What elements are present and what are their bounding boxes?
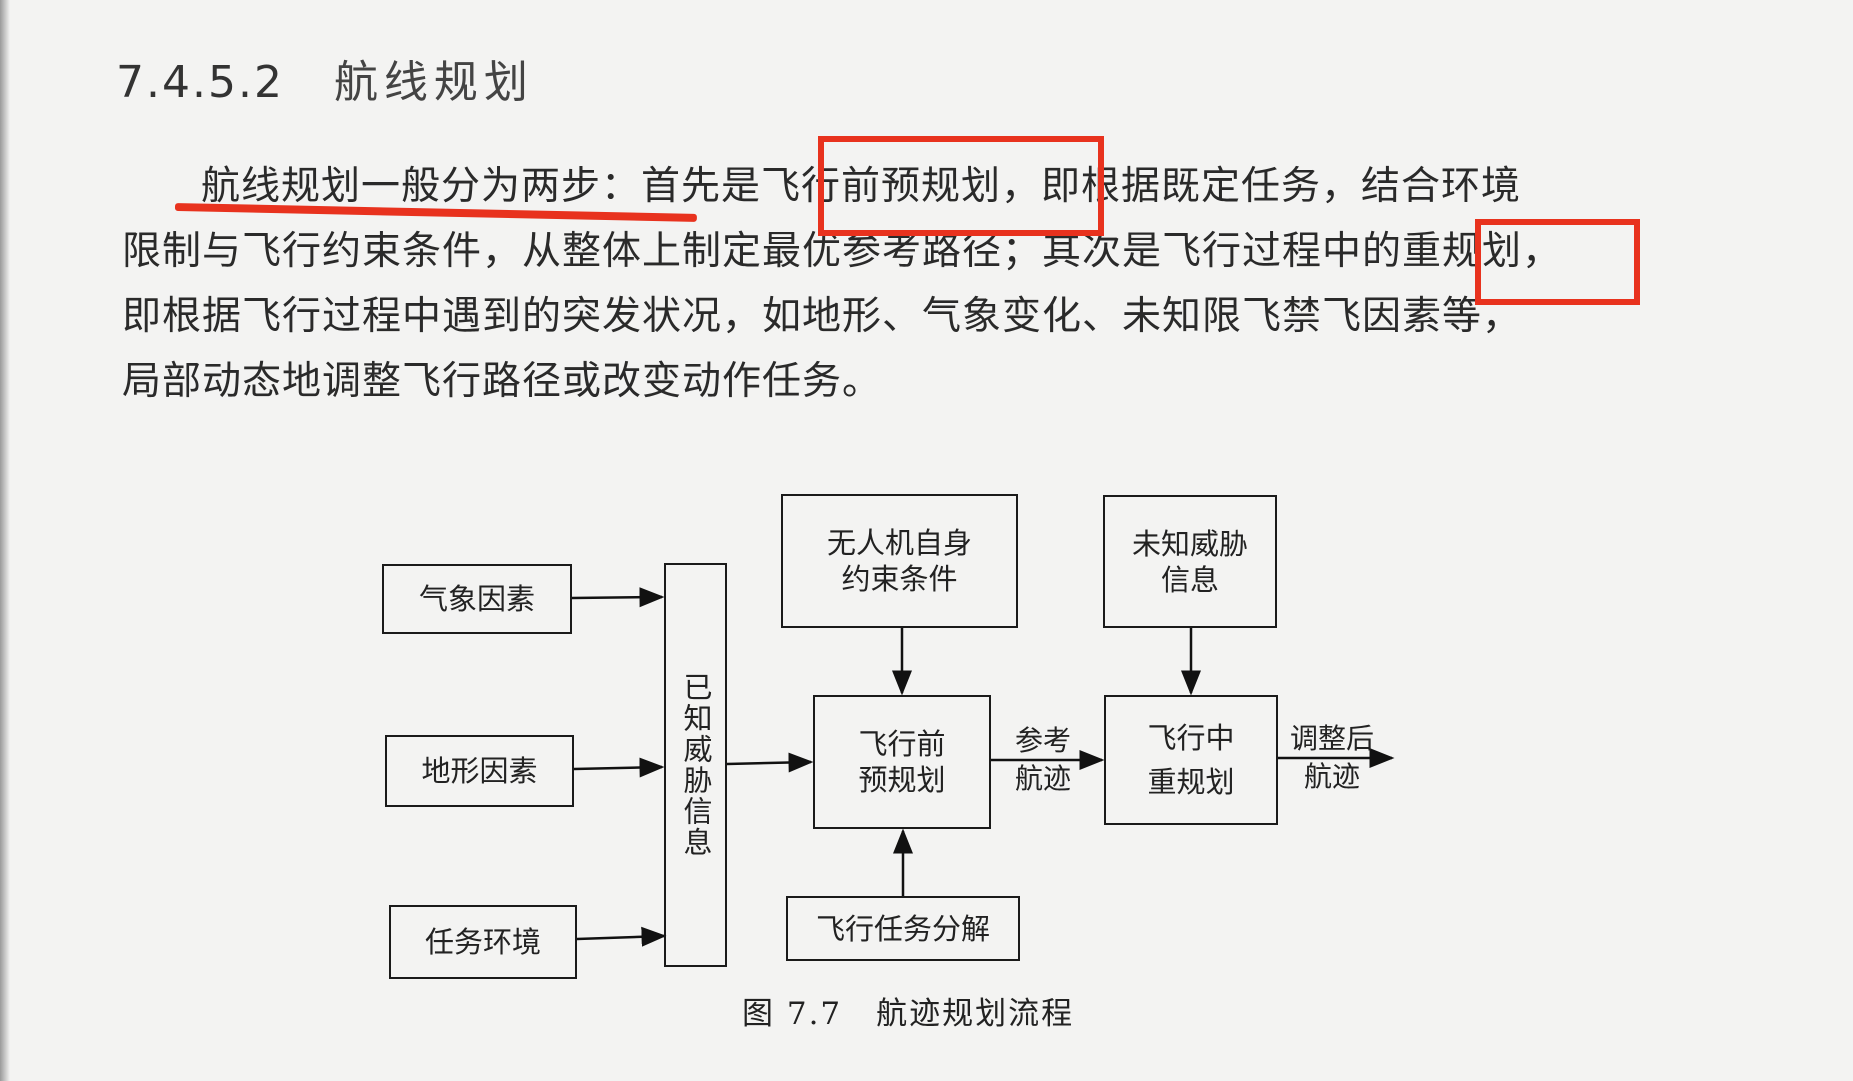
red-box-annotation-preflight: [818, 136, 1104, 236]
label: 信息: [1160, 562, 1219, 597]
box-weather: 气象因素: [382, 564, 572, 634]
label: 重规划: [1147, 765, 1235, 799]
figure-caption: 图 7.7 航迹规划流程: [742, 988, 1074, 1033]
underlined-phrase: 航线规划一般分为两步：: [201, 164, 642, 209]
label: 预规划: [858, 763, 946, 797]
box-known-threat: 已知威胁信息: [664, 563, 727, 967]
label: 调整后: [1290, 722, 1375, 755]
highlighted-phrase-replan: 重规划: [1402, 229, 1523, 274]
figure-number: 图 7.7: [742, 996, 843, 1032]
box-mission-env: 任务环境: [389, 905, 577, 979]
arrow-known-threat-to-preflight: [726, 752, 814, 773]
label: 航迹: [1304, 760, 1361, 793]
label: 参考: [1015, 724, 1072, 757]
section-title: 航线规划: [333, 57, 534, 108]
arrow-terrain-to-known-threat: [573, 757, 665, 778]
section-number: 7.4.5.2: [116, 57, 284, 108]
label-adjusted-track: 调整后航迹: [1290, 720, 1374, 796]
label-reference-track: 参考航迹: [1015, 722, 1071, 798]
label: 飞行中: [1147, 721, 1235, 755]
label: 航迹: [1015, 762, 1072, 795]
text: 限制与飞行约束条件，从整体上制定最优参考路径；其次是飞行过程中的: [122, 229, 1403, 274]
label: 未知威胁: [1131, 526, 1248, 561]
text: 首先是: [641, 164, 762, 209]
red-box-annotation-replan: [1475, 219, 1640, 305]
figure-title: 航迹规划流程: [876, 996, 1075, 1032]
paragraph-line-1: 航线规划一般分为两步：首先是飞行前预规划，即根据既定任务，结合环境: [201, 155, 1521, 211]
box-terrain: 地形因素: [385, 735, 574, 807]
box-inflight-replanning: 飞行中重规划: [1104, 695, 1278, 825]
arrow-env-to-known-threat: [576, 926, 667, 947]
section-heading: 7.4.5.2 航线规划: [116, 46, 534, 110]
paragraph-line-4: 局部动态地调整飞行路径或改变动作任务。: [122, 359, 883, 404]
label: 无人机自身: [826, 526, 972, 560]
box-known-threat-label: 已知威胁信息: [679, 672, 713, 858]
label: 飞行前: [858, 727, 946, 761]
paragraph-line-2: 限制与飞行约束条件，从整体上制定最优参考路径；其次是飞行过程中的重规划，: [122, 220, 1562, 276]
text: ，即根据既定任务，结合环境: [1001, 164, 1522, 209]
highlighted-phrase-preflight: 飞行前预规划: [761, 164, 1002, 209]
arrow-weather-to-known-threat: [571, 587, 665, 608]
text: ，: [1522, 229, 1563, 274]
page-edge-shadow: [0, 0, 10, 1081]
box-preflight-planning: 飞行前预规划: [813, 695, 991, 829]
box-uav-constraints: 无人机自身约束条件: [781, 494, 1018, 628]
box-unknown-threat: 未知威胁信息: [1103, 495, 1277, 628]
paragraph-line-3: 即根据飞行过程中遇到的突发状况，如地形、气象变化、未知限飞禁飞因素等，: [122, 294, 1523, 339]
label: 约束条件: [841, 562, 958, 596]
box-task-decomposition: 飞行任务分解: [786, 896, 1020, 961]
